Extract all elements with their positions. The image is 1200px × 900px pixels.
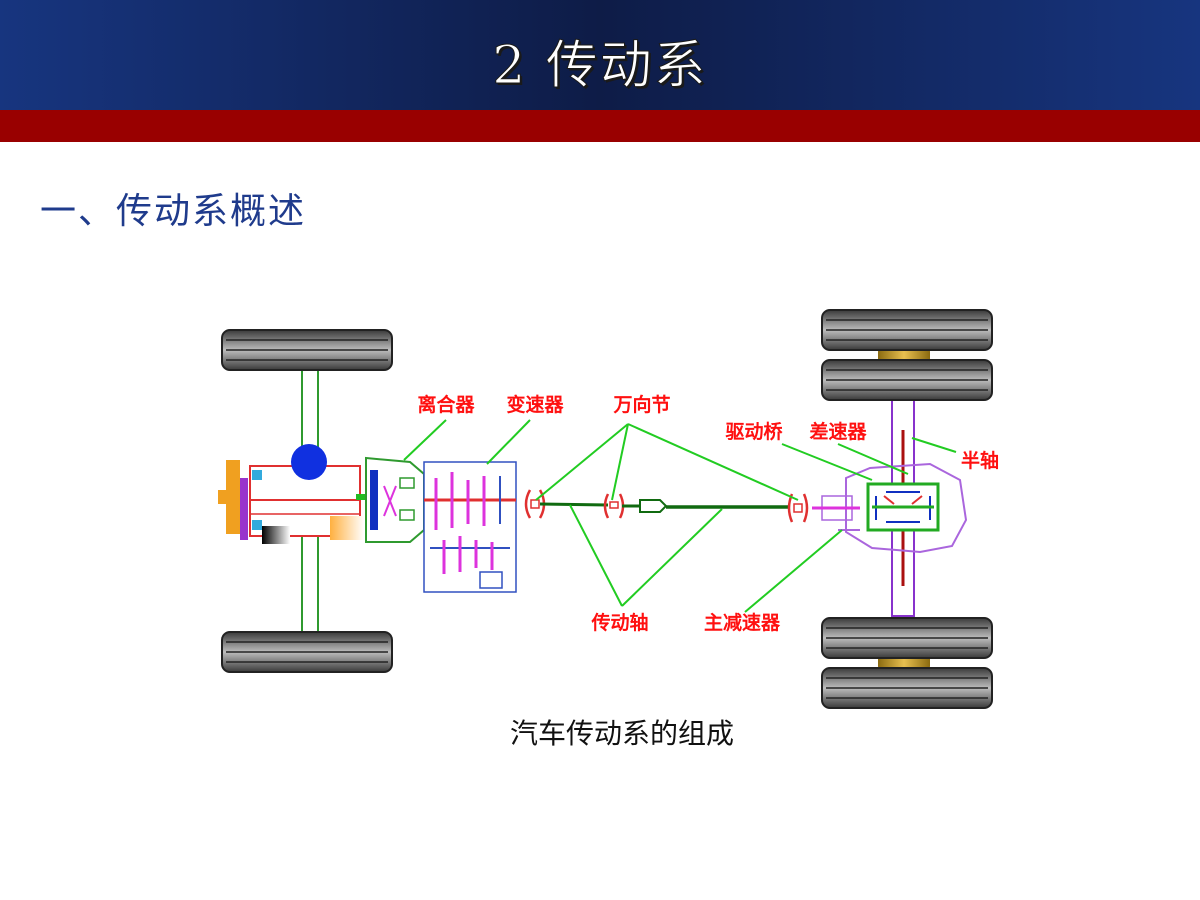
clutch: [365, 456, 425, 543]
figure-caption: 汽车传动系的组成: [509, 717, 734, 750]
header-accent-band: [0, 110, 1200, 142]
label-drive-shaft: 传动轴: [590, 611, 648, 634]
drive-shaft: [539, 493, 788, 519]
label-gearbox: 变速器: [506, 393, 564, 416]
front-right-wheel: [221, 631, 393, 673]
rear-left-wheel: [821, 309, 993, 401]
label-final-drive: 主减速器: [704, 611, 781, 634]
label-differential: 差速器: [809, 420, 867, 443]
leader-lines: [403, 419, 957, 613]
rear-right-wheel: [821, 617, 993, 709]
drivetrain-diagram: 离合器 变速器 万向节 驱动桥 差速器 半轴 传动轴 主减速器: [218, 309, 999, 709]
header-bar: [0, 0, 1200, 110]
page-title: 2 传动系: [492, 36, 708, 97]
section-title: 一、传动系概述: [40, 191, 307, 232]
gearbox: [423, 461, 517, 593]
label-drive-axle: 驱动桥: [725, 420, 783, 443]
differential: [866, 482, 940, 532]
label-universal-joint: 万向节: [612, 393, 670, 416]
engine: [218, 444, 370, 544]
front-left-wheel: [221, 329, 393, 371]
label-clutch: 离合器: [417, 393, 475, 416]
label-half-shaft: 半轴: [961, 449, 999, 472]
